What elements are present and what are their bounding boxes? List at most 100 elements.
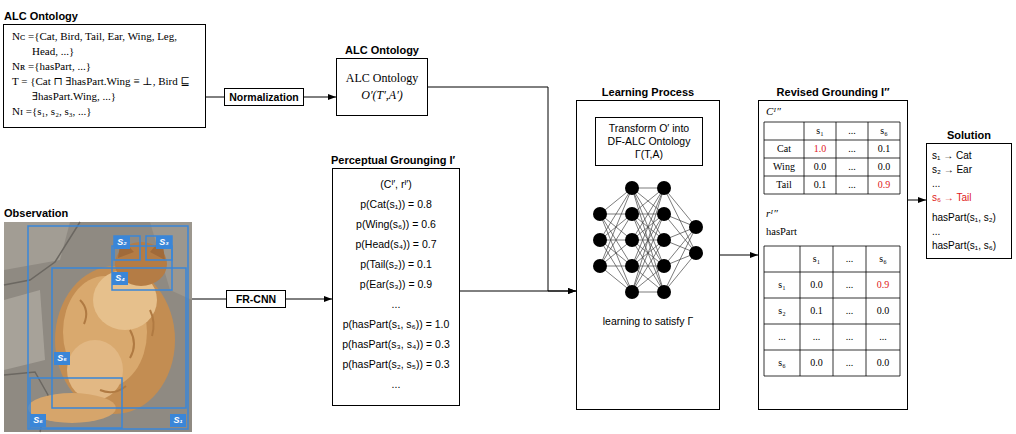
grid-line: [764, 122, 900, 123]
grid-line: [764, 324, 900, 325]
table-cell: s₆: [868, 122, 900, 140]
grid-line: [900, 246, 901, 376]
transform-box: Transform O′ into DF-ALC Ontology Γ(T,A): [595, 117, 703, 166]
table-cell: ...: [800, 324, 833, 350]
grid-line: [764, 246, 765, 376]
node-text: p(Head(s₄)) = 0.7: [335, 234, 457, 254]
bounding-box: [28, 226, 188, 429]
table-cell: 0.9: [868, 176, 900, 194]
table-cell: s₂: [764, 298, 800, 324]
nn-unit: [593, 207, 607, 221]
node-text: learning to satisfy Γ: [577, 315, 719, 327]
node-text: Nᴄ ={Cat, Bird, Tail, Ear, Wing, Leg, He…: [10, 29, 199, 59]
observation-image: Observation: [4, 222, 192, 432]
table-cell: ...: [833, 272, 866, 298]
connector: [908, 200, 926, 201]
table-grid: [764, 122, 900, 376]
table-cell: ...: [836, 158, 868, 176]
nn-unit: [593, 233, 607, 247]
nn-link: [600, 188, 632, 266]
node-text: Nʀ ={hasPart, ...}: [10, 59, 199, 74]
node-text: hasPart(s₁, s₂): [932, 211, 1006, 225]
grid-line: [868, 122, 869, 194]
table-cell: Wing: [764, 158, 804, 176]
box-tag: S₆: [30, 414, 46, 427]
table-cell: s₁: [804, 122, 836, 140]
grid-line: [804, 122, 805, 194]
table-cell: 0.0: [800, 272, 833, 298]
stone: [4, 290, 45, 370]
node-text: ...: [335, 374, 457, 394]
neural-network: [593, 181, 703, 299]
nn-unit: [657, 207, 671, 221]
grid-line: [764, 298, 900, 299]
grid-line: [764, 122, 765, 194]
grid-line: [764, 176, 900, 177]
connector: [460, 291, 576, 292]
table-cell: ...: [833, 246, 866, 272]
node-text: p(hasPart(s₁, s₆)) = 1.0: [335, 314, 457, 334]
nn-link: [632, 214, 664, 292]
grid-line: [900, 122, 901, 194]
table-cell: ...: [836, 140, 868, 158]
node-text: p(hasPart(s₃, s₄)) = 0.3: [335, 334, 457, 354]
nn-unit: [593, 259, 607, 273]
node-text: ...: [932, 225, 1006, 239]
node-text: Nɪ ={s₁, s₂, s₃, ...}: [10, 104, 199, 119]
table-cell: ...: [764, 324, 800, 350]
stone: [4, 222, 70, 270]
solution-box: Solutions₁ → Cats₂ → Ear...s₆ → TailhasP…: [926, 143, 1012, 259]
box-tag: S₁: [170, 414, 186, 427]
nn-link: [632, 188, 664, 266]
node-text: hasPart(s₁, s₆): [932, 239, 1006, 253]
nn-unit: [657, 181, 671, 195]
table-cell: ...: [836, 176, 868, 194]
grid-line: [764, 140, 900, 141]
node-text: O′(T′,A′): [341, 87, 423, 104]
node-text: s₆ → Tail: [932, 191, 1006, 205]
table-cell: 0.0: [804, 158, 836, 176]
node-text: p(Tail(s₂)) = 0.1: [335, 254, 457, 274]
nn-link: [664, 253, 696, 292]
table-cell: s₁: [800, 246, 833, 272]
grid-line: [764, 272, 900, 273]
grid-line: [764, 376, 900, 377]
grid-line: [764, 194, 900, 195]
grounding-box: Perceptual Grounging I′(Cᴵ′, rᴵ′)p(Cat(s…: [332, 168, 460, 406]
grid-line: [764, 246, 900, 247]
nn-link: [632, 214, 664, 292]
relation-name: hasPart: [766, 224, 826, 240]
table-cell: ...: [833, 298, 866, 324]
table-title: rᴵ″: [766, 205, 806, 221]
table-cell: ...: [833, 350, 866, 376]
nn-unit: [689, 246, 703, 260]
heading: Solution: [947, 129, 991, 141]
nn-unit: [625, 233, 639, 247]
nn-unit: [657, 233, 671, 247]
heading: Revised Grounding I″: [777, 86, 890, 98]
connector: [192, 299, 226, 300]
box-tag: S₅: [54, 352, 70, 365]
table-cell: s₆: [764, 350, 800, 376]
table-cell: 0.0: [800, 350, 833, 376]
cat-photo: [4, 222, 192, 432]
process-box: FR-CNN: [226, 290, 286, 308]
nn-unit: [625, 181, 639, 195]
table-cell: ...: [866, 324, 900, 350]
connector: [206, 97, 224, 98]
box-tag: S₂: [114, 236, 130, 249]
ontology-box: ALC OntologyALC OntologyO′(T′,A′): [336, 58, 428, 116]
nn-link: [600, 214, 632, 292]
table-cell: 0.0: [866, 350, 900, 376]
node-text: ...: [932, 177, 1006, 191]
node-text: s₁ → Cat: [932, 149, 1006, 163]
bounding-box: [114, 236, 140, 260]
nn-unit: [657, 285, 671, 299]
table-cell: 0.9: [866, 272, 900, 298]
connector: [720, 255, 758, 256]
bounding-box: [146, 236, 172, 260]
nn-link: [632, 188, 664, 266]
table-cell: s₆: [866, 246, 900, 272]
ontology-box: ALC OntologyNᴄ ={Cat, Bird, Tail, Ear, W…: [3, 24, 206, 128]
